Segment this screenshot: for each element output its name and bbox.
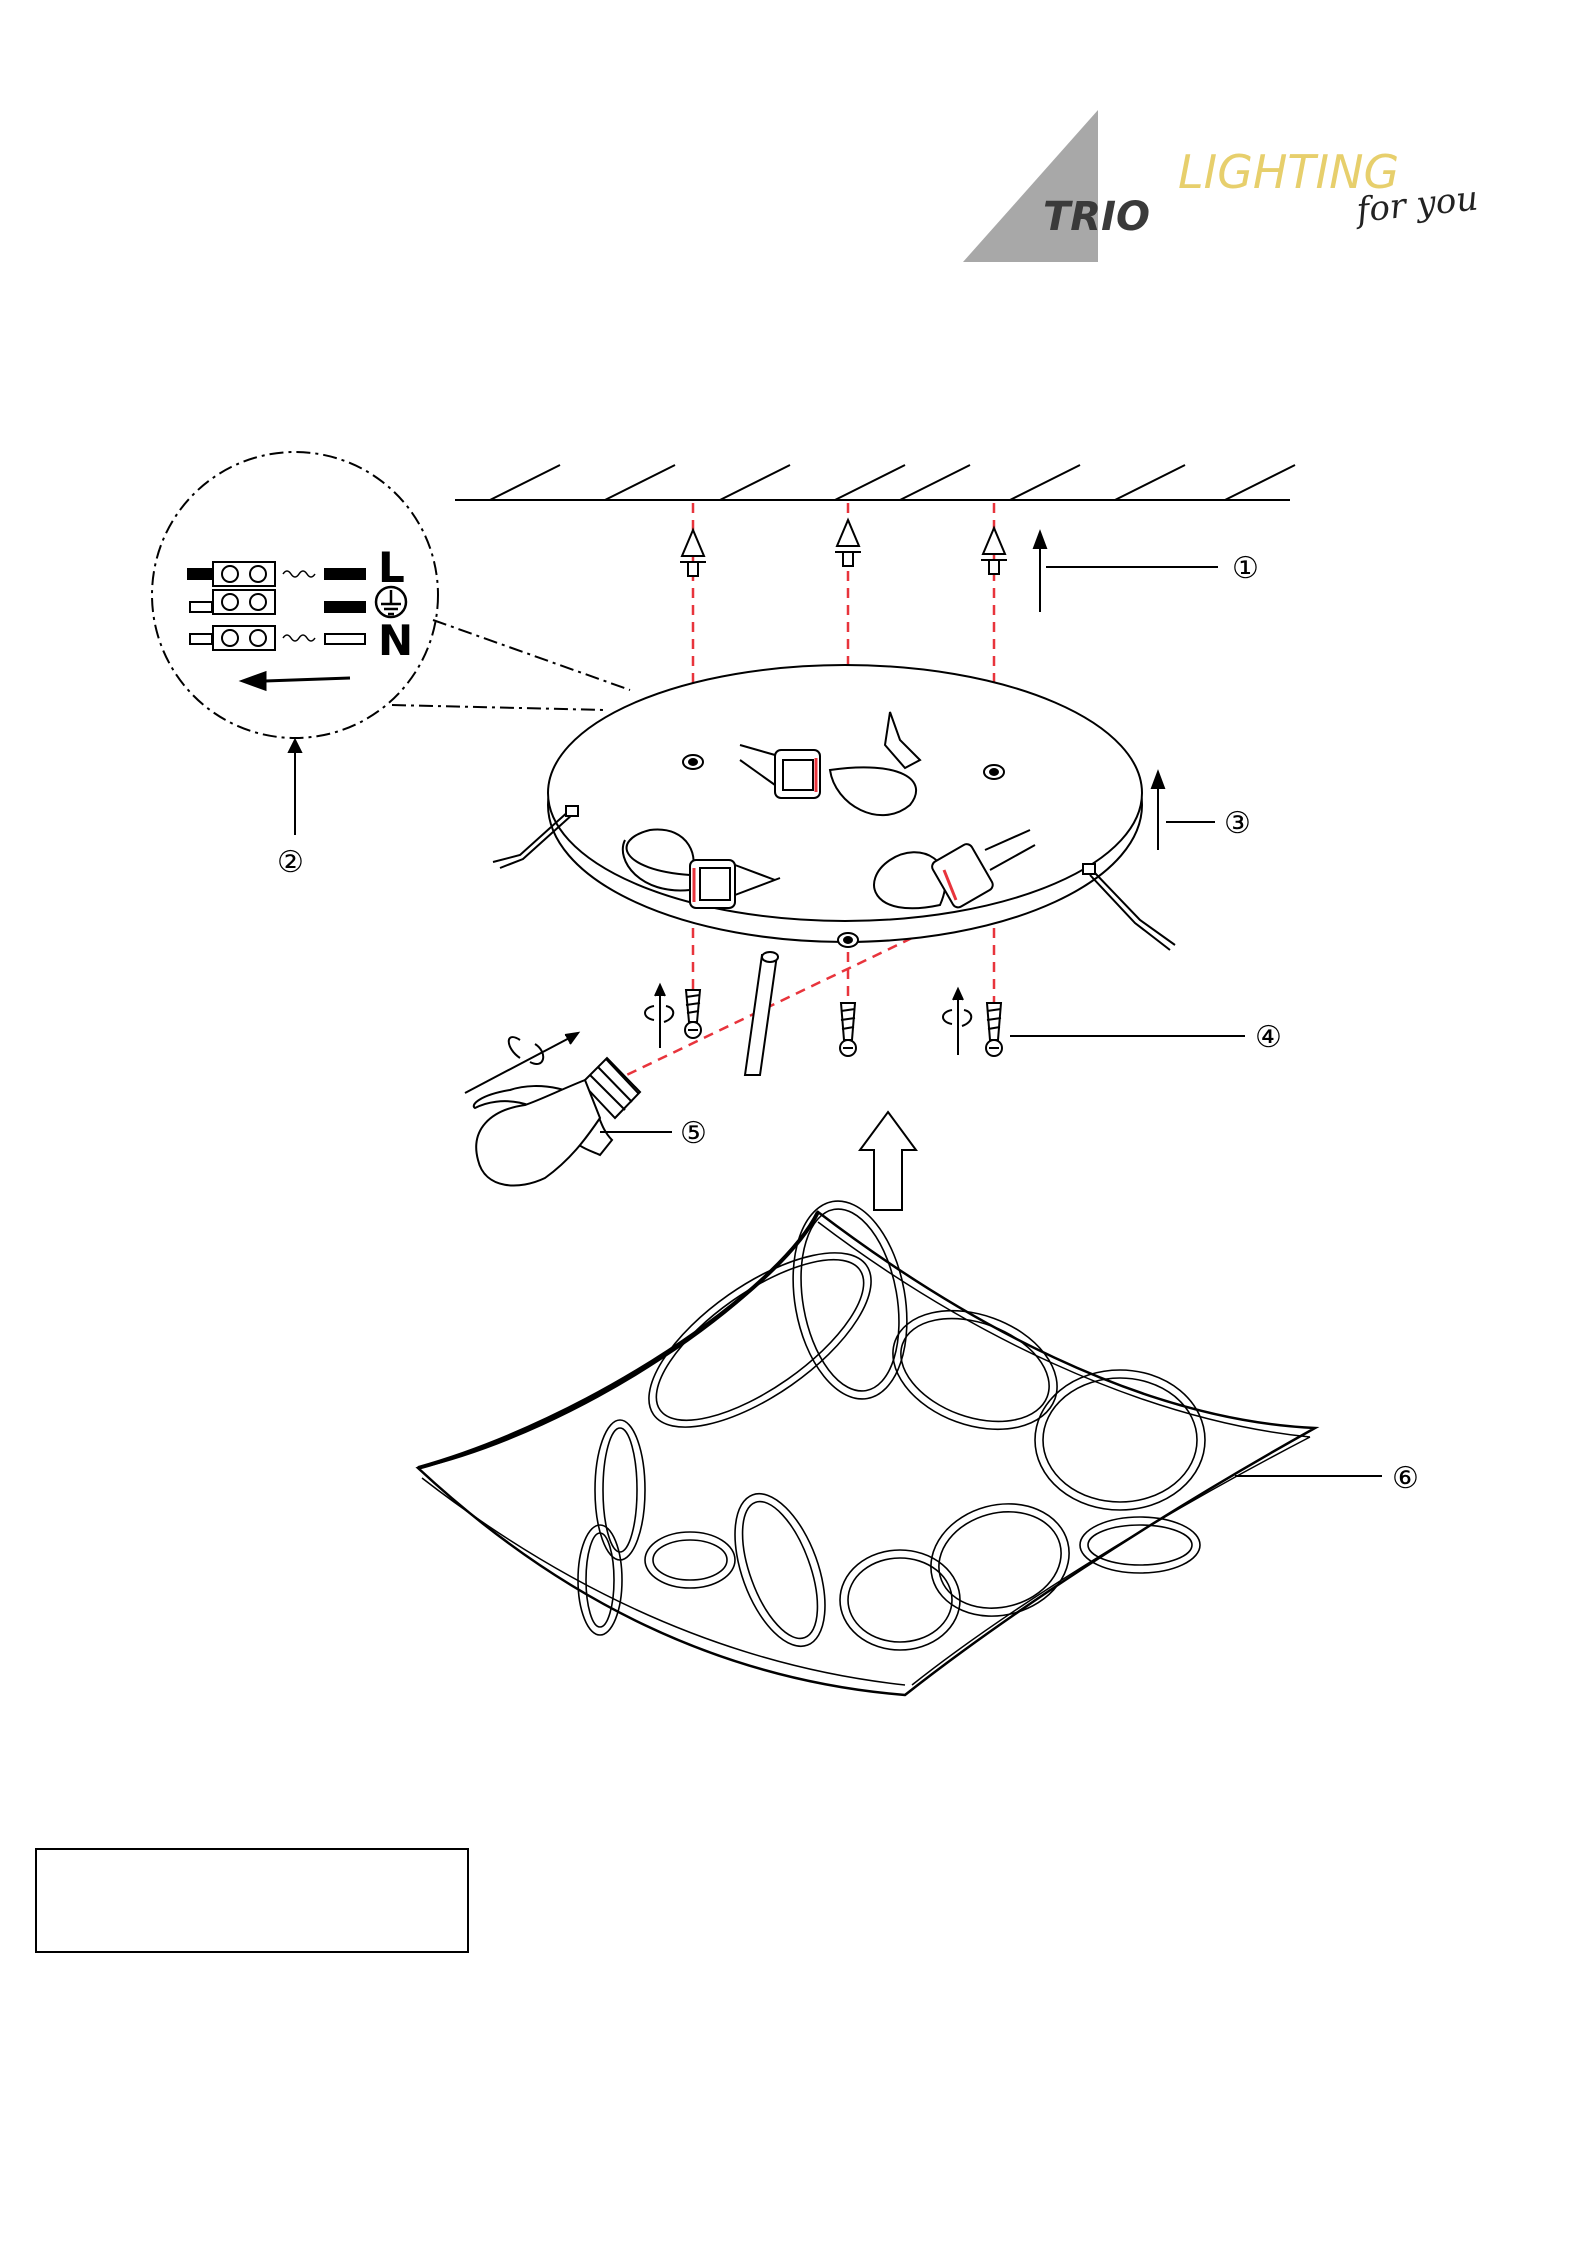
empty-note-box [35, 1848, 469, 1953]
canopy-plate [493, 665, 1175, 950]
arrow-up-icon [1034, 532, 1218, 612]
ceiling [455, 465, 1295, 500]
arrow-up-icon [1152, 772, 1215, 850]
neutral-label: N [378, 616, 413, 665]
assembly-arrow-icon [860, 1112, 916, 1210]
wall-plug-icon [981, 528, 1007, 574]
callout-4: ④ [1255, 1020, 1282, 1055]
trio-logo: TRIO LIGHTING for you [963, 110, 1480, 262]
callout-5: ⑤ [680, 1116, 707, 1151]
screw-icon [685, 990, 701, 1038]
logo-brand: TRIO [1043, 194, 1150, 240]
callout-3: ③ [1224, 806, 1251, 841]
arrow-left-icon [243, 673, 350, 689]
wall-plug-icon [835, 520, 861, 566]
glass-shade [418, 1192, 1315, 1695]
mounting-strap [745, 952, 778, 1075]
screw-icon [840, 1003, 856, 1056]
callout-2: ② [277, 845, 304, 880]
wall-plug-icon [680, 530, 706, 576]
live-label: L [378, 543, 405, 592]
light-bulb [474, 1058, 640, 1185]
rotate-icon [465, 1033, 578, 1093]
screw-icon [986, 1003, 1002, 1056]
terminal-block [213, 562, 275, 650]
callout-6: ⑥ [1392, 1461, 1419, 1496]
callout-2-leader [289, 740, 301, 835]
wiring-detail: L N [152, 452, 630, 738]
callout-1: ① [1232, 551, 1259, 586]
wall-plugs [680, 520, 1007, 576]
